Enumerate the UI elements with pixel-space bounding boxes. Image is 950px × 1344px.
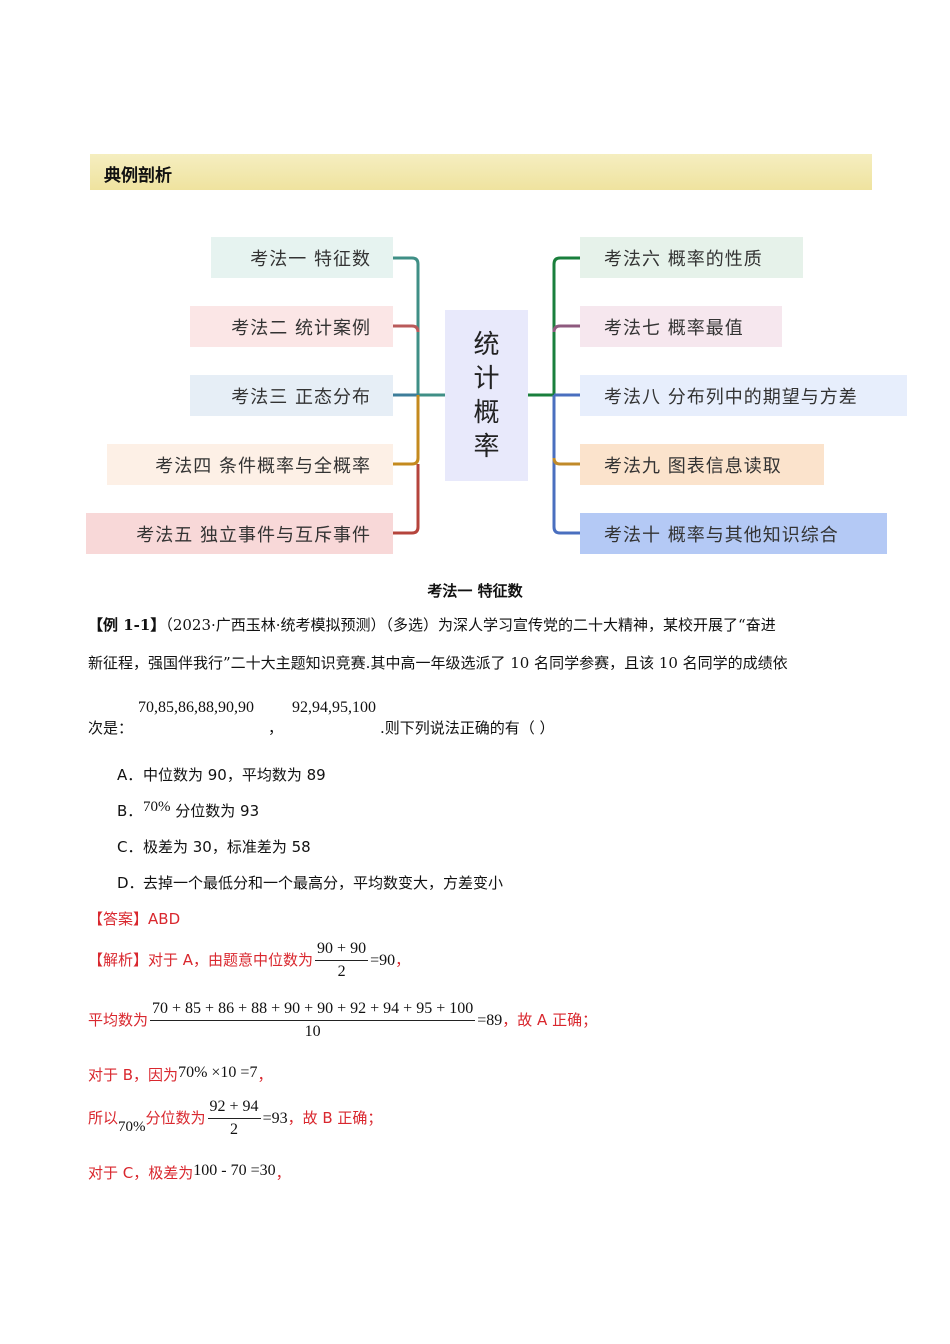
option-text: 极差为 30，标准差为 58 [143,838,311,856]
option-d: D．去掉一个最低分和一个最高分，平均数变大，方差变小 [117,872,503,893]
numerator: 70 + 85 + 86 + 88 + 90 + 90 + 92 + 94 + … [150,1000,476,1021]
denominator: 2 [337,963,346,980]
analysis-text: 分位数为 [145,1109,206,1127]
mindmap: 考法一 特征数 考法二 统计案例 考法三 正态分布 考法四 条件概率与全概率 考… [0,0,950,580]
analysis-text: 对于 B，因为 [88,1066,179,1084]
mindmap-node-2: 考法二 统计案例 [190,306,393,347]
option-math: 70% [143,799,171,815]
question-line-2: 新征程，强国伴我行”二十大主题知识竞赛.其中高一年级选派了 10 名同学参赛，且… [88,652,788,673]
answer-value: ABD [148,910,181,928]
analysis-text: ， [395,951,411,969]
score-list-a: 70,85,86,88,90,90 [138,699,254,716]
analysis-line-3: 对于 B，因为70% ×10 =7， [88,1064,272,1085]
fraction: 70 + 85 + 86 + 88 + 90 + 90 + 92 + 94 + … [150,1000,476,1041]
analysis-tag: 【解析】 [88,951,149,969]
mindmap-connectors [393,256,580,535]
math-expression: 100 - 70 =30 [193,1162,276,1179]
mindmap-node-6: 考法六 概率的性质 [580,237,803,278]
mindmap-node-8: 考法八 分布列中的期望与方差 [580,375,907,416]
option-b: B．70% 分位数为 93 [117,799,260,821]
mindmap-node-4: 考法四 条件概率与全概率 [107,444,393,485]
mindmap-node-10: 考法十 概率与其他知识综合 [580,513,887,554]
analysis-text: 对于 C，极差为 [88,1164,194,1182]
node-label: 考法五 独立事件与互斥事件 [136,524,371,546]
analysis-text: ， [275,1164,291,1182]
mindmap-node-3: 考法三 正态分布 [190,375,393,416]
option-letter: D． [117,874,144,892]
question-text: 次是： [88,719,134,737]
center-char: 概 [473,397,500,428]
analysis-text: 对于 A，由题意中位数为 [148,951,314,969]
answer-tag: 【答案】 [88,910,149,928]
analysis-line-5: 对于 C，极差为100 - 70 =30， [88,1162,291,1183]
option-text: 中位数为 90，平均数为 89 [143,766,326,784]
option-letter: B． [117,802,143,820]
section-banner: 典例剖析 [90,154,872,190]
mindmap-node-7: 考法七 概率最值 [580,306,782,347]
analysis-text: ，故 A 正确； [502,1011,598,1029]
option-letter: A． [117,766,143,784]
analysis-text: 所以 [88,1109,119,1127]
option-text: 分位数为 93 [175,802,260,820]
numerator: 92 + 94 [207,1098,261,1119]
option-text: 去掉一个最低分和一个最高分，平均数变大，方差变小 [143,874,504,892]
comma: ， [268,719,284,737]
math-expression: 70% ×10 =7 [178,1064,258,1081]
question-tag: 【例 1-1】 [88,616,166,634]
math-expression: 70% [118,1119,146,1135]
node-label: 考法三 正态分布 [231,386,371,408]
denominator: 10 [304,1023,321,1040]
question-line-1: 【例 1-1】（2023·广西玉林·统考模拟预测）（多选）为深人学习宣传党的二十… [88,614,776,635]
option-a: A．中位数为 90，平均数为 89 [117,764,326,785]
analysis-text: 平均数为 [88,1011,149,1029]
mindmap-node-5: 考法五 独立事件与互斥事件 [86,513,393,554]
option-c: C．极差为 30，标准差为 58 [117,836,311,857]
analysis-text: ， [257,1066,273,1084]
numerator: 90 + 90 [315,940,369,961]
banner-title: 典例剖析 [104,166,172,186]
node-label: 考法十 概率与其他知识综合 [604,524,839,546]
analysis-text: ，故 B 正确； [287,1109,383,1127]
node-label: 考法八 分布列中的期望与方差 [604,386,858,408]
fraction: 92 + 94 2 [207,1098,261,1139]
node-label: 考法九 图表信息读取 [604,455,782,477]
center-char: 率 [473,431,500,462]
node-label: 考法七 概率最值 [604,317,744,339]
fraction: 90 + 90 2 [315,940,369,981]
node-label: 考法六 概率的性质 [604,248,763,270]
math-result: =90 [370,952,396,969]
mindmap-node-9: 考法九 图表信息读取 [580,444,824,485]
math-result: =93 [262,1110,288,1127]
mindmap-center-node: 统 计 概 率 [445,310,528,481]
score-list-b: 92,94,95,100 [292,699,376,716]
option-letter: C． [117,838,143,856]
question-text: （2023·广西玉林·统考模拟预测）（多选）为深人学习宣传党的二十大精神，某校开… [165,616,776,634]
node-label: 考法四 条件概率与全概率 [155,455,371,477]
question-text: 新征程，强国伴我行”二十大主题知识竞赛.其中高一年级选派了 10 名同学参赛，且… [88,654,788,672]
denominator: 2 [230,1121,239,1138]
center-char: 计 [473,363,500,394]
math-result: =89 [477,1012,503,1029]
node-label: 考法二 统计案例 [231,317,371,339]
center-char: 统 [473,329,500,360]
section-title: 考法一 特征数 [427,582,523,600]
answer-line: 【答案】ABD [88,908,180,929]
question-text: .则下列说法正确的有（ ） [380,719,555,737]
mindmap-node-1: 考法一 特征数 [211,237,393,278]
node-label: 考法一 特征数 [250,248,371,270]
